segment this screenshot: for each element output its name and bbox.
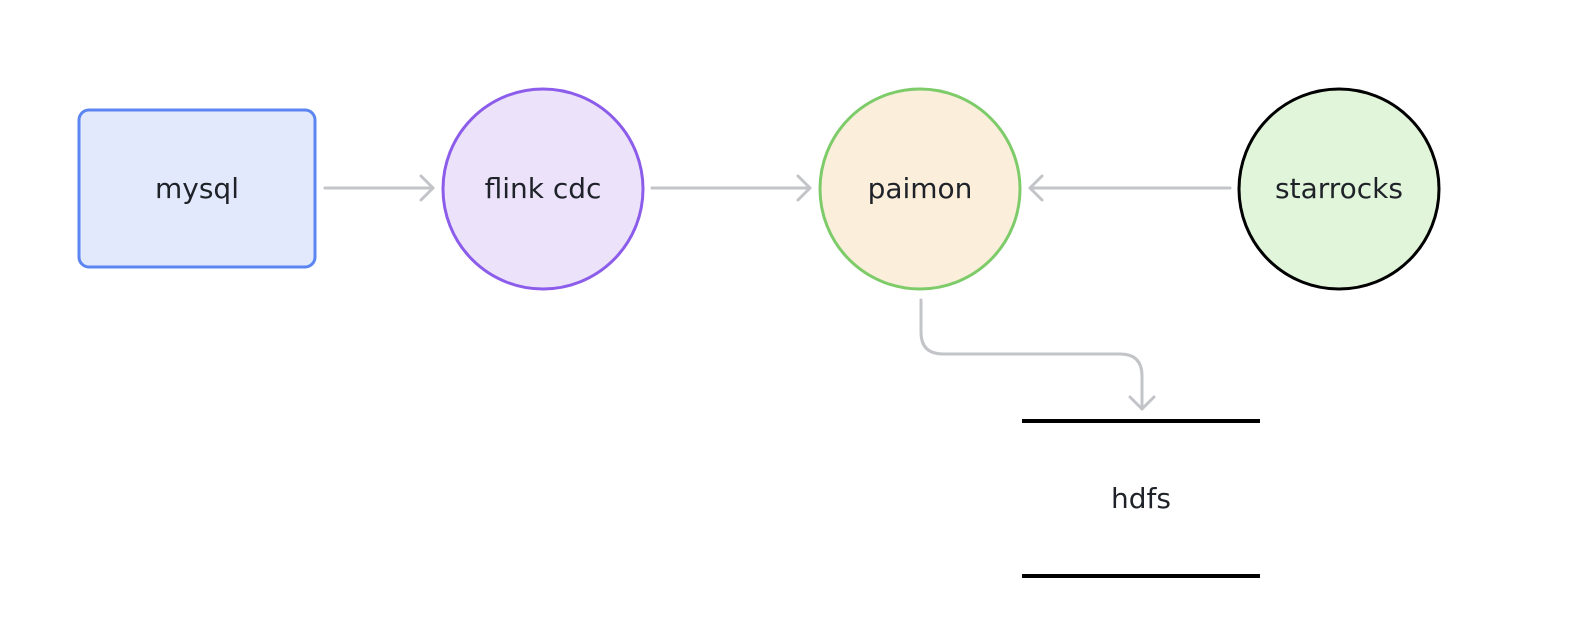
node-flink-cdc-label: flink cdc (485, 172, 602, 205)
node-mysql[interactable]: mysql (77, 108, 317, 269)
node-mysql-label: mysql (155, 172, 239, 205)
node-starrocks[interactable]: starrocks (1237, 87, 1441, 291)
node-mysql-shape (77, 108, 317, 269)
node-paimon-shape (818, 87, 1022, 291)
node-flink-cdc[interactable]: flink cdc (441, 87, 645, 291)
node-starrocks-label: starrocks (1275, 172, 1403, 205)
edges (323, 174, 1232, 411)
node-paimon-label: paimon (868, 172, 973, 205)
edge-flink-cdc-to-paimon[interactable] (650, 174, 812, 202)
node-flink-cdc-shape (441, 87, 645, 291)
node-starrocks-shape (1237, 87, 1441, 291)
edge-mysql-to-flink-cdc[interactable] (323, 174, 435, 202)
node-paimon[interactable]: paimon (818, 87, 1022, 291)
edge-starrocks-to-paimon[interactable] (1028, 174, 1232, 202)
node-hdfs[interactable]: hdfs (1022, 419, 1260, 578)
node-hdfs-label: hdfs (1111, 482, 1171, 515)
edge-paimon-to-hdfs[interactable] (919, 298, 1156, 411)
